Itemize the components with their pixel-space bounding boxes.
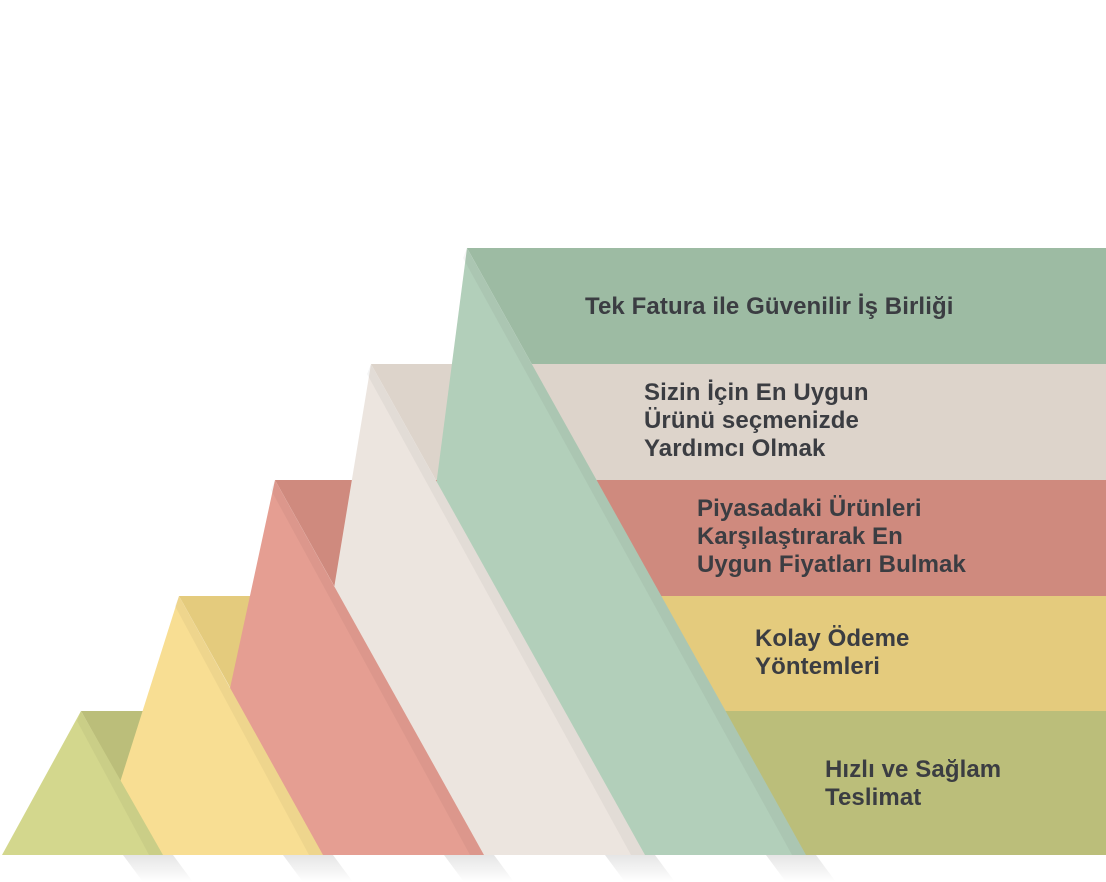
triangle-edge-3	[271, 480, 484, 855]
band-1	[467, 248, 1106, 364]
shadow-3	[444, 855, 514, 882]
level-label-3: Piyasadaki Ürünleri Karşılaştırarak En U…	[697, 495, 966, 578]
level-label-5: Hızlı ve Sağlam Teslimat	[825, 756, 1002, 811]
triangle-edge-1	[463, 248, 806, 855]
shadow-2	[605, 855, 675, 882]
level-label-4: Kolay Ödeme Yöntemleri	[755, 625, 910, 680]
triangle-edge-4	[175, 596, 323, 855]
triangle-edge-2	[367, 364, 645, 855]
shadow-4	[283, 855, 353, 882]
shadow-1	[766, 855, 836, 882]
level-label-1: Tek Fatura ile Güvenilir İş Birliği	[585, 293, 954, 320]
triangle-4	[97, 596, 323, 855]
triangle-5	[2, 711, 163, 855]
triangle-edge-5	[77, 711, 163, 855]
level-label-2: Sizin İçin En Uygun Ürünü seçmenizde Yar…	[644, 379, 869, 462]
shadow-5	[123, 855, 193, 882]
